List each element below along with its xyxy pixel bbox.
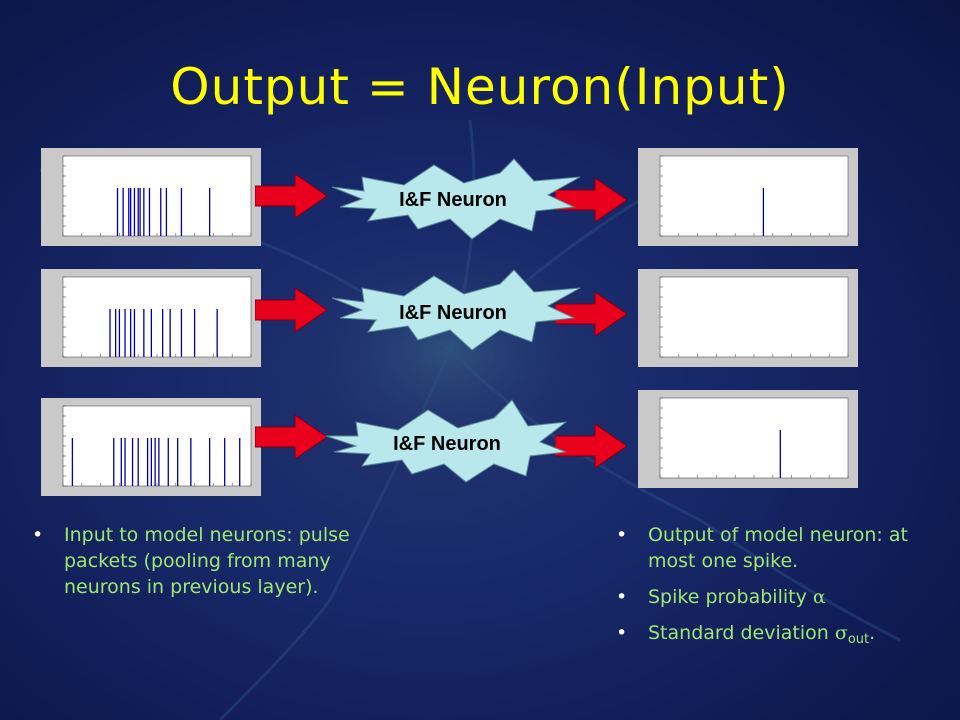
left-bullet-list: • Input to model neurons: pulse packets … [32,522,362,610]
arrow-input-3 [255,415,327,459]
input-plot-1 [41,148,261,246]
right-bullet-list: • Output of model neuron: at most one sp… [616,522,951,659]
bullet-text: Standard deviation [648,622,835,644]
bullet-input-description: • Input to model neurons: pulse packets … [32,522,362,600]
bullet-output-description: • Output of model neuron: at most one sp… [616,522,951,574]
plot-area [659,155,849,237]
sigma-subscript: out [847,632,870,647]
input-plot-3 [41,398,261,496]
burst-shape-icon [331,269,581,351]
output-plot-2 [638,269,858,367]
arrow-input-2 [255,288,327,332]
bullet-text: Spike probability [648,586,813,608]
bullet-text: Input to model neurons: pulse packets (p… [64,524,350,598]
plot-area [659,397,849,479]
arrow-output-1 [555,178,627,222]
arrow-output-2 [555,292,627,336]
plot-area [62,276,252,358]
arrow-input-1 [255,174,327,218]
neuron-burst-1: I&F Neuron [322,155,584,247]
output-plot-3 [638,390,858,488]
slide-title: Output = Neuron(Input) [170,58,790,116]
plot-area [62,405,252,487]
neuron-label: I&F Neuron [399,302,507,324]
bullet-dot-icon: • [32,524,44,546]
plot-area [62,155,252,237]
neuron-label: I&F Neuron [393,433,501,455]
sigma-symbol: σ [834,622,848,644]
bullet-dot-icon: • [616,524,628,546]
burst-shape-icon [331,158,581,240]
neuron-burst-3: I&F Neuron [316,396,578,488]
neuron-burst-2: I&F Neuron [322,266,584,358]
bullet-spike-probability: • Spike probability α [616,584,951,610]
burst-shape-icon [325,399,568,483]
output-plot-1 [638,148,858,246]
plot-area [659,276,849,358]
bullet-standard-deviation: • Standard deviation σout. [616,620,951,649]
arrow-output-3 [555,424,627,468]
alpha-symbol: α [812,586,826,608]
bullet-text: Output of model neuron: at most one spik… [648,524,908,572]
neuron-label: I&F Neuron [399,189,507,211]
bullet-end-period: . [869,622,876,644]
input-plot-2 [41,269,261,367]
bullet-dot-icon: • [616,622,628,644]
bullet-dot-icon: • [616,586,628,608]
